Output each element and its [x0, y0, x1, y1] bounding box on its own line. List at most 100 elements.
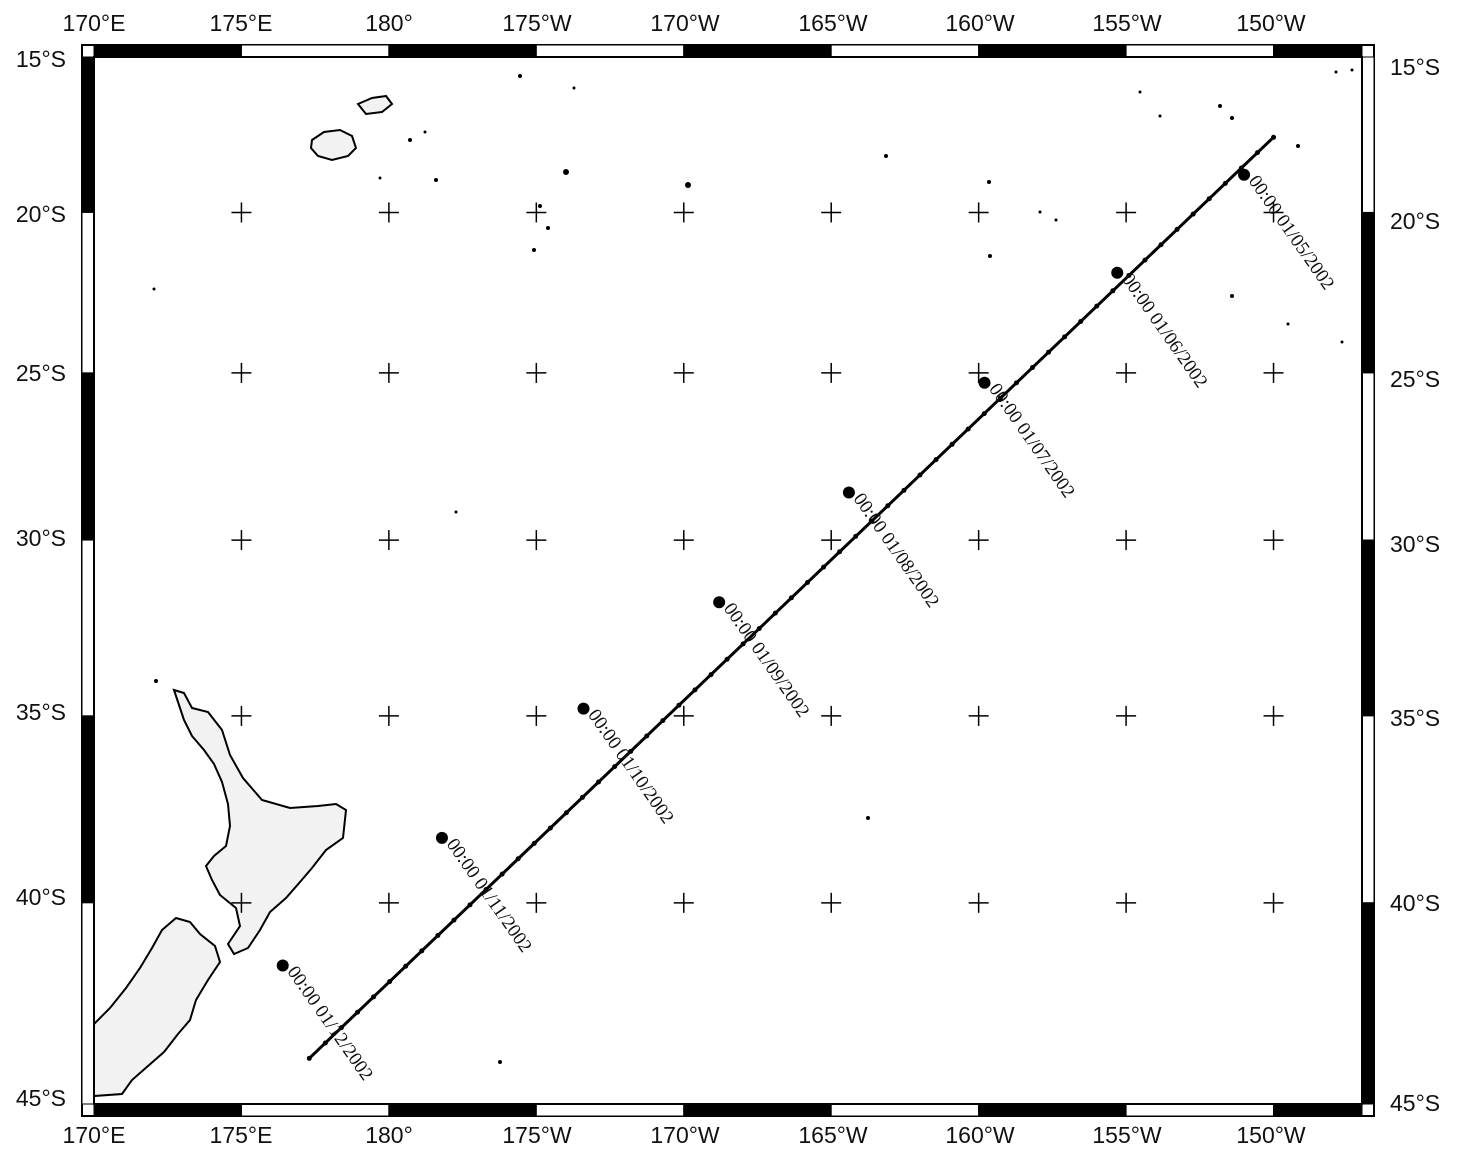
track-tick: [628, 748, 634, 754]
right-lat-label: 45°S: [1390, 1090, 1440, 1116]
right-lat-label: 20°S: [1390, 208, 1440, 234]
left-lat-label: 20°S: [16, 201, 66, 227]
track-tick: [1190, 211, 1196, 217]
frame-band-bottom: [683, 1103, 832, 1117]
frame-band-top: [535, 44, 685, 58]
dated-point-marker: [276, 959, 289, 972]
dated-point-marker: [713, 596, 726, 609]
track-tick: [563, 810, 569, 816]
track-tick: [322, 1040, 328, 1046]
track-tick: [804, 579, 810, 585]
top-lon-label: 165°W: [798, 10, 868, 36]
top-lon-label: 175°E: [210, 10, 273, 36]
frame-band-top: [978, 44, 1127, 58]
frame-band-right: [1361, 715, 1375, 904]
track-tick: [901, 487, 907, 493]
new-zealand-south-island: [93, 916, 222, 1098]
track-tick: [708, 672, 714, 678]
track-tick: [885, 503, 891, 509]
track-tick: [419, 948, 425, 954]
new-zealand-north-island: [172, 688, 348, 956]
map-border: [93, 56, 1363, 1105]
track-tick: [756, 626, 762, 632]
frame-band-left: [81, 56, 95, 213]
track-tick: [1110, 288, 1116, 294]
left-lat-label: 45°S: [16, 1085, 66, 1111]
bottom-lon-label: 155°W: [1092, 1122, 1162, 1148]
track-tick: [1046, 349, 1052, 355]
track-tick: [788, 595, 794, 601]
track-tick: [499, 871, 505, 877]
dated-point-marker: [842, 486, 855, 499]
right-lat-label: 15°S: [1390, 54, 1440, 80]
track-tick: [435, 933, 441, 939]
track-tick: [981, 411, 987, 417]
frame-band-bottom: [1125, 1103, 1275, 1117]
track-tick: [821, 564, 827, 570]
track-tick: [1254, 150, 1260, 156]
frame-band-right: [1361, 211, 1375, 374]
frame-band-bottom: [388, 1103, 537, 1117]
frame-band-bottom: [93, 1103, 242, 1117]
track-tick: [869, 518, 875, 524]
track-tick: [338, 1025, 344, 1031]
frame-band-bottom: [240, 1103, 390, 1117]
left-latitude-labels: 15°S 20°S 25°S 30°S 35°S 40°S 45°S: [16, 46, 66, 1111]
fiji-vanua-levu: [356, 94, 394, 116]
track-tick: [467, 902, 473, 908]
track-tick: [596, 779, 602, 785]
top-lon-label: 180°: [365, 10, 413, 36]
track-tick: [644, 733, 650, 739]
top-lon-label: 170°E: [63, 10, 126, 36]
frame-band-top: [1125, 44, 1275, 58]
land-masses: [93, 94, 394, 1098]
dated-point-marker: [435, 831, 448, 844]
dated-point-marker: [1238, 168, 1251, 181]
track-tick: [676, 702, 682, 708]
frame-band-left: [81, 372, 95, 541]
right-lat-label: 35°S: [1390, 705, 1440, 731]
bottom-lon-label: 175°W: [502, 1122, 572, 1148]
track-tick: [612, 764, 618, 770]
track-tick: [371, 994, 377, 1000]
track-tick: [837, 549, 843, 555]
dated-point-marker: [1111, 266, 1124, 279]
bottom-lon-label: 175°E: [210, 1122, 273, 1148]
frame-band-bottom: [535, 1103, 685, 1117]
track-tick: [997, 395, 1003, 401]
bottom-lon-label: 170°E: [63, 1122, 126, 1148]
frame-band-top: [240, 44, 390, 58]
track-tick: [1142, 257, 1148, 263]
left-lat-label: 40°S: [16, 884, 66, 910]
frame-band-top: [683, 44, 832, 58]
frame-band-right: [1361, 539, 1375, 717]
track-tick: [917, 472, 923, 478]
frame-band-bottom: [830, 1103, 980, 1117]
dated-point-marker: [978, 376, 991, 389]
track-tick: [403, 963, 409, 969]
track-tick: [965, 426, 971, 432]
track-tick: [1174, 226, 1180, 232]
bottom-lon-label: 170°W: [650, 1122, 720, 1148]
right-lat-label: 25°S: [1390, 366, 1440, 392]
bottom-longitude-labels: 170°E 175°E 180° 175°W 170°W 165°W 160°W…: [63, 1122, 1306, 1148]
left-lat-label: 15°S: [16, 46, 66, 72]
right-lat-label: 40°S: [1390, 890, 1440, 916]
track-tick: [949, 441, 955, 447]
frame-band-top: [830, 44, 980, 58]
map-frame: [81, 44, 1375, 1117]
track-tick: [1062, 334, 1068, 340]
right-latitude-labels: 15°S 20°S 25°S 30°S 35°S 40°S 45°S: [1390, 54, 1440, 1116]
top-longitude-labels: 170°E 175°E 180° 175°W 170°W 165°W 160°W…: [63, 10, 1306, 36]
frame-band-bottom: [978, 1103, 1127, 1117]
right-lat-label: 30°S: [1390, 531, 1440, 557]
track-tick: [724, 656, 730, 662]
track-tick: [579, 794, 585, 800]
frame-band-right: [1361, 372, 1375, 541]
track-tick: [515, 856, 521, 862]
track-tick: [387, 979, 393, 985]
frame-band-left: [81, 539, 95, 717]
graticule: [231, 202, 1284, 913]
top-lon-label: 175°W: [502, 10, 572, 36]
track-tick: [660, 718, 666, 724]
